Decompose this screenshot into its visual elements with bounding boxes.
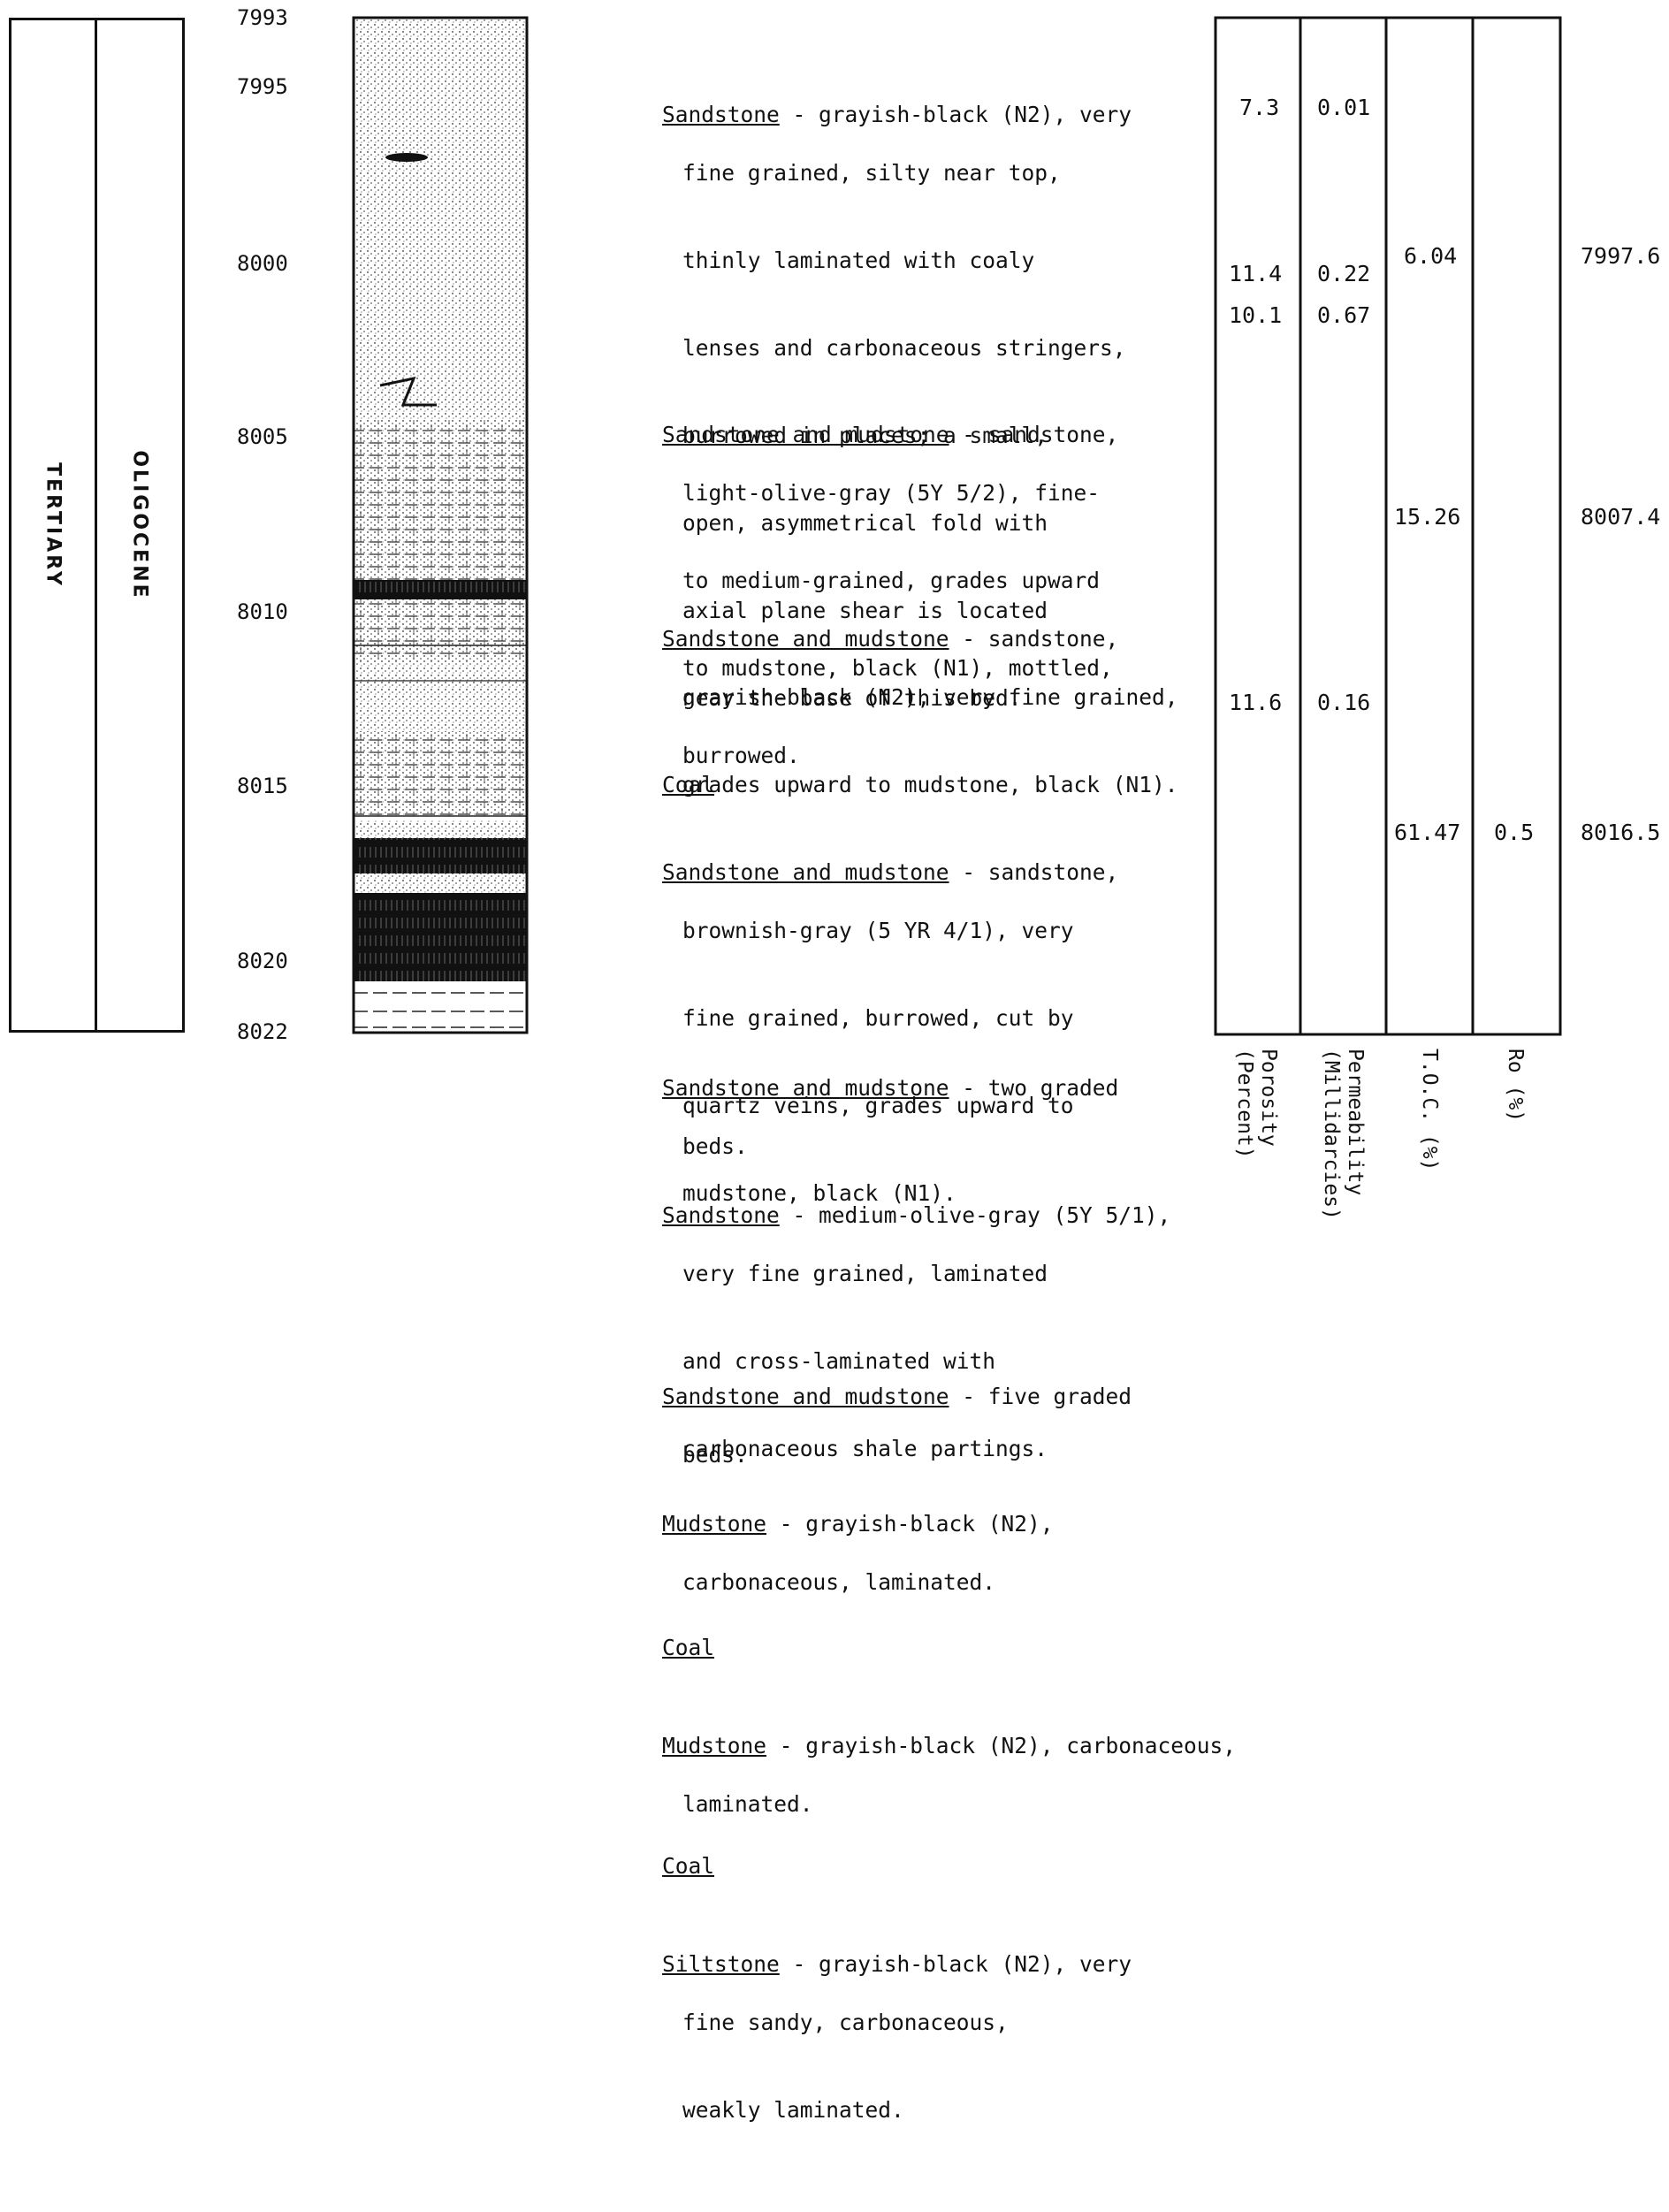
description-first-line: - grayish-black (N2), very (780, 1951, 1132, 1977)
depth-label: 7993 (237, 5, 288, 30)
depth-label: 8000 (237, 251, 288, 276)
lithology-name: Coal (662, 1635, 714, 1660)
depth-label: 8022 (237, 1019, 288, 1044)
description-item: Sandstone and mudstone - sandstone, brow… (610, 828, 1236, 986)
toc-axis-label: T.O.C. (%) (1417, 1049, 1441, 1171)
lithology-name: Mudstone (662, 1511, 766, 1537)
description-line: laminated. (610, 1789, 1236, 1819)
porosity-value: 7.3 (1239, 95, 1279, 120)
lithology-name: Sandstone and mudstone (662, 1075, 949, 1101)
era-column: TERTIARY (9, 18, 97, 1033)
description-item: Mudstone - grayish-black (N2), carbonace… (610, 1702, 1236, 1764)
description-line: fine sandy, carbonaceous, (610, 2008, 1236, 2037)
description-item: Siltstone - grayish-black (N2), very fin… (610, 1920, 1236, 2183)
depth-label: 8010 (237, 599, 288, 624)
description-first-line: - grayish-black (N2), very (780, 102, 1132, 127)
lithology-name: Sandstone (662, 1202, 780, 1228)
description-item: Sandstone - grayish-black (N2), very fin… (610, 71, 1236, 332)
description-line: to medium-grained, grades upward (610, 566, 1236, 595)
epoch-column: OLIGOCENE (95, 18, 185, 1033)
description-first-line: - grayish-black (N2), carbonaceous, (766, 1733, 1236, 1758)
epoch-label: OLIGOCENE (129, 450, 151, 599)
depth-label: 8005 (237, 424, 288, 449)
description-first-line: - sandstone, (949, 859, 1119, 885)
description-item: Mudstone - grayish-black (N2), carbonace… (610, 1480, 1236, 1545)
lithology-name: Sandstone and mudstone (662, 859, 949, 885)
era-label: TERTIARY (42, 462, 65, 588)
measurement-table (1214, 16, 1567, 1038)
porosity-axis-label: Porosity (Percent) (1232, 1049, 1280, 1159)
description-line: lenses and carbonaceous stringers, (610, 333, 1236, 362)
description-first-line: - grayish-black (N2), (766, 1511, 1054, 1537)
permeability-axis-label: Permeability (Millidarcies) (1319, 1049, 1367, 1220)
toc-value: 15.26 (1394, 504, 1460, 530)
description-first-line: - two graded (949, 1075, 1119, 1101)
lithology-name: Coal (662, 1853, 714, 1879)
ro-axis-label: Ro (%) (1503, 1049, 1527, 1122)
depth-label: 7995 (237, 74, 288, 99)
toc-value: 6.04 (1404, 243, 1457, 269)
description-list: Sandstone - grayish-black (N2), very fin… (610, 12, 1236, 2212)
lithology-name: Sandstone and mudstone (662, 1384, 949, 1409)
description-first-line: - sandstone, (949, 422, 1119, 447)
description-line: fine grained, burrowed, cut by (610, 1003, 1236, 1033)
description-line: beds. (610, 1132, 1236, 1161)
ro-value: 0.5 (1494, 820, 1534, 845)
description-line: carbonaceous, laminated. (610, 1567, 1236, 1597)
description-line: thinly laminated with coaly (610, 246, 1236, 275)
description-line: fine grained, silty near top, (610, 158, 1236, 187)
description-line: weakly laminated. (610, 2095, 1236, 2124)
sample-depth: 8007.4 (1581, 504, 1660, 530)
description-item: Coal (610, 1604, 1236, 1644)
description-line: very fine grained, laminated (610, 1259, 1236, 1288)
depth-label: 8015 (237, 774, 288, 798)
lithology-name: Sandstone (662, 102, 780, 127)
permeability-value: 0.22 (1317, 261, 1370, 286)
sample-depth: 8016.5 (1581, 820, 1660, 845)
description-line: light-olive-gray (5Y 5/2), fine- (610, 478, 1236, 507)
toc-value: 61.47 (1394, 820, 1460, 845)
lithology-name: Mudstone (662, 1733, 766, 1758)
lithology-name: Siltstone (662, 1951, 780, 1977)
description-line: grayish-black (N2), very fine grained, (610, 683, 1236, 712)
porosity-value: 11.4 (1229, 261, 1282, 286)
lithology-column (352, 16, 530, 1034)
description-first-line: - five graded (949, 1384, 1132, 1409)
porosity-value: 10.1 (1229, 302, 1282, 328)
depth-label: 8020 (237, 949, 288, 973)
permeability-value: 0.16 (1317, 690, 1370, 715)
permeability-value: 0.01 (1317, 95, 1370, 120)
porosity-value: 11.6 (1229, 690, 1282, 715)
lithology-name: Coal (662, 772, 714, 797)
sample-depth: 7997.6 (1581, 243, 1660, 269)
description-first-line: - medium-olive-gray (5Y 5/1), (780, 1202, 1171, 1228)
lithology-name: Sandstone and mudstone (662, 626, 949, 652)
permeability-value: 0.67 (1317, 302, 1370, 328)
description-first-line: - sandstone, (949, 626, 1119, 652)
description-line: brownish-gray (5 YR 4/1), very (610, 916, 1236, 945)
lithology-name: Sandstone and mudstone (662, 422, 949, 447)
description-item: Coal (610, 1822, 1236, 1862)
